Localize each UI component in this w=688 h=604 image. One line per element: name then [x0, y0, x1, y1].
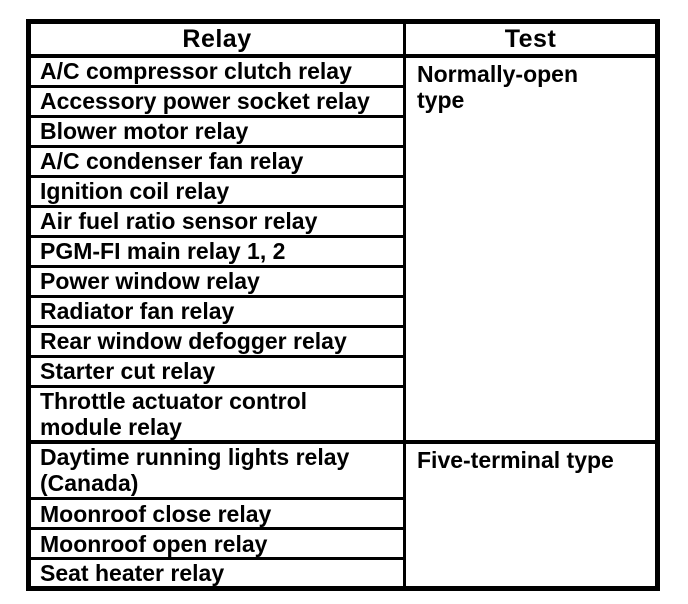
table-row: Radiator fan relay — [27, 294, 658, 328]
table-row: Moonroof close relay — [27, 497, 658, 530]
relay-cell: Seat heater relay — [27, 557, 406, 590]
table-row: Power window relay — [27, 264, 658, 298]
table-row: Accessory power socket relay — [27, 84, 658, 118]
test-column-header: Test — [403, 20, 659, 58]
table-row: Blower motor relay — [27, 114, 658, 148]
relay-cell: Accessory power socket relay — [27, 84, 406, 118]
relay-column-header: Relay — [27, 20, 406, 58]
table-row: Ignition coil relay — [27, 174, 658, 208]
relay-cell: Blower motor relay — [27, 114, 406, 148]
relay-cell: Throttle actuator control module relay — [27, 384, 406, 443]
relay-cell: Ignition coil relay — [27, 174, 406, 208]
table-row: Throttle actuator control module relay — [27, 384, 658, 443]
table-row: A/C compressor clutch relay Normally-ope… — [27, 54, 659, 443]
relay-test-table: Relay Test A/C compressor clutch relay N… — [26, 19, 660, 591]
test-type-cell-five-terminal: Five-terminal type — [403, 439, 659, 590]
relay-cell: Moonroof open relay — [27, 527, 406, 560]
table-row: PGM-FI main relay 1, 2 — [27, 234, 658, 268]
header-row: Relay Test — [27, 20, 659, 58]
relay-cell: PGM-FI main relay 1, 2 — [27, 234, 406, 268]
table-row: Daytime running lights relay (Canada) Fi… — [27, 439, 659, 590]
relay-cell: A/C compressor clutch relay — [27, 54, 406, 88]
relay-cell: Moonroof close relay — [27, 497, 406, 530]
table-row: A/C condenser fan relay — [27, 144, 658, 178]
table-row: Seat heater relay — [27, 557, 658, 590]
relay-cell: Daytime running lights relay (Canada) — [27, 439, 406, 500]
relay-cell: A/C condenser fan relay — [27, 144, 406, 178]
relay-cell: Air fuel ratio sensor relay — [27, 204, 406, 238]
table-row: Rear window defogger relay — [27, 324, 658, 358]
table-row: Moonroof open relay — [27, 527, 658, 560]
relay-cell: Starter cut relay — [27, 354, 406, 388]
table-row: Air fuel ratio sensor relay — [27, 204, 658, 238]
test-type-cell-normally-open: Normally-open type — [403, 54, 659, 443]
table-row: Starter cut relay — [27, 354, 658, 388]
relay-cell: Radiator fan relay — [27, 294, 406, 328]
relay-cell: Rear window defogger relay — [27, 324, 406, 358]
relay-cell: Power window relay — [27, 264, 406, 298]
